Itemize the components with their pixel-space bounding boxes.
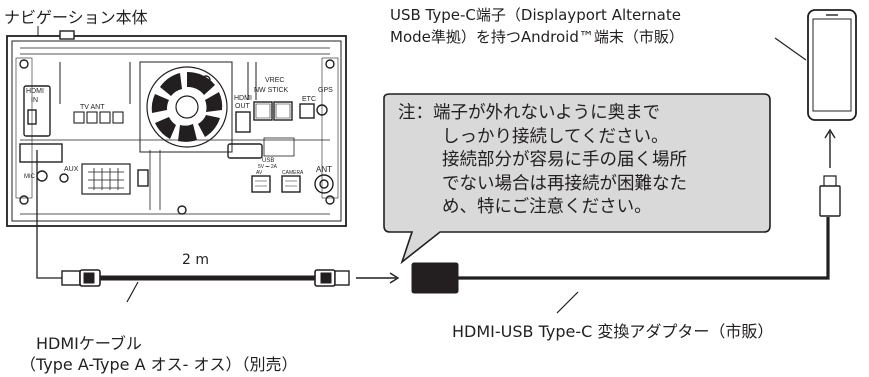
hdmi-cable-spec-label: （Type A-Type A オス- オス）（別売）: [20, 355, 298, 374]
usb-c-plug: [819, 185, 841, 217]
navigation-unit: [6, 30, 347, 227]
hdmi-out-label-2: OUT: [235, 103, 251, 110]
callout-line-1: 注：端子が外れないように奥まで: [398, 103, 661, 123]
etc-label: ETC: [302, 96, 316, 103]
adapter-label: HDMI-USB Type-C 変換アダプター（市販）: [452, 322, 774, 341]
mic-label: MIC: [24, 174, 36, 180]
usb-c-adapter: [411, 262, 459, 294]
tv-ant-label: TV ANT: [80, 104, 105, 111]
callout-line-2: しっかり接続してください。: [442, 126, 669, 147]
hdmi-in-label-2: IN: [31, 97, 38, 104]
ant-label: ANT: [316, 165, 332, 174]
hdmi-in-label: HDMI: [26, 88, 44, 95]
android-device: [807, 9, 857, 121]
callout-line-4: でない場合は再接続が困難なた: [442, 173, 687, 194]
hdmi-cable-label: HDMIケーブル: [36, 334, 142, 353]
callout-bubble: [383, 93, 771, 265]
nw-stick-label: NW STICK: [254, 87, 289, 94]
camera-label: CAMERA: [282, 170, 304, 176]
navigation-unit-label: ナビゲーション本体: [4, 8, 148, 27]
device-label-line1: USB Type-C端子（Displayport Alternate: [390, 6, 681, 24]
hdmi-plug-left: [61, 269, 101, 287]
av-label: AV: [256, 170, 263, 176]
vrec-label: VREC: [265, 77, 284, 84]
unit-port-labels: HDMI IN TV ANT VREC NW STICK HDMI OUT ET…: [24, 77, 333, 180]
hdmi-out-label: HDMI: [234, 95, 252, 102]
callout-line-5: め、特にご注意ください。: [442, 197, 652, 217]
hdmi-plug-right: [314, 269, 350, 287]
aux-label: AUX: [64, 166, 79, 173]
cable-routing: [36, 9, 857, 314]
callout-note: 注：端子が外れないように奥まで しっかり接続してください。 接続部分が容易に手の…: [398, 102, 758, 220]
callout-line-3: 接続部分が容易に手の届く場所: [442, 150, 687, 170]
usb-spec-label: 5V ⎓ 2A: [258, 164, 278, 170]
cable-length-label: 2 m: [182, 252, 209, 268]
usb-label: USB: [262, 158, 274, 164]
device-label-line2: Mode準拠）を持つAndroid™端末（市販）: [390, 28, 684, 46]
gps-label: GPS: [318, 87, 333, 94]
